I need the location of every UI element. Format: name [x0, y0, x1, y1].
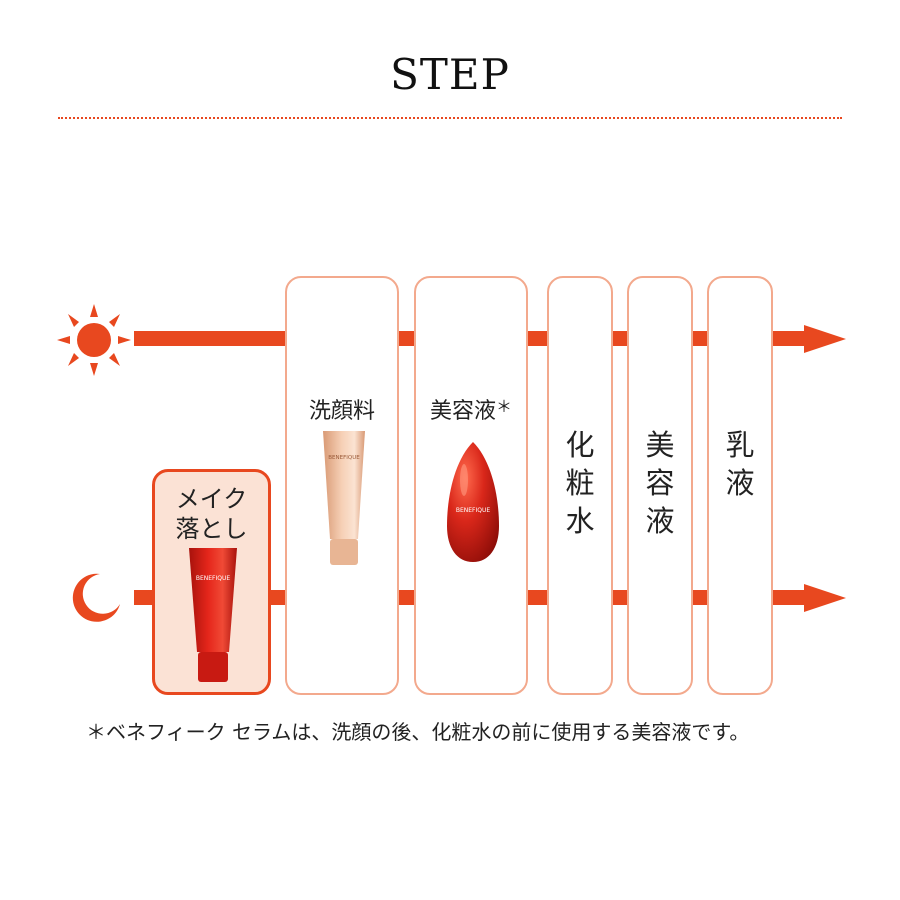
step-cleanser: 洗顔料 BENEFIQUE — [285, 276, 399, 695]
step-emulsion: 乳 液 — [707, 276, 773, 695]
crescent-moon-icon — [66, 568, 126, 628]
step-lotion: 化 粧 水 — [547, 276, 613, 695]
step-lotion-char-3: 水 — [549, 502, 611, 540]
step-essence-char-1: 美 — [629, 426, 691, 464]
cleanser-brand: BENEFIQUE — [328, 455, 360, 461]
makeup-remover-brand: BENEFIQUE — [196, 575, 231, 582]
footnote: ＊ベネフィーク セラムは、洗顔の後、化粧水の前に使用する美容液です。 — [86, 716, 749, 745]
step-serum-label-text: 美容液 — [430, 399, 496, 424]
step-essence: 美 容 液 — [627, 276, 693, 695]
step-lotion-label: 化 粧 水 — [549, 426, 611, 540]
cleanser-tube-image: BENEFIQUE — [321, 431, 367, 565]
step-serum-asterisk: ＊ — [496, 397, 512, 416]
makeup-remover-tube-image: BENEFIQUE — [186, 548, 240, 682]
step-essence-label: 美 容 液 — [629, 426, 691, 540]
step-emulsion-char-1: 乳 — [709, 426, 771, 464]
step-lotion-char-2: 粧 — [549, 464, 611, 502]
step-makeup-remover-label-1: メイク — [155, 484, 268, 514]
step-cleanser-label: 洗顔料 — [287, 393, 397, 425]
step-serum: 美容液＊ BENEFIQUE — [414, 276, 528, 695]
step-essence-char-2: 容 — [629, 464, 691, 502]
step-makeup-remover: メイク 落とし BENEFIQUE — [152, 469, 271, 695]
serum-brand: BENEFIQUE — [456, 507, 491, 514]
sun-icon — [54, 302, 134, 382]
step-emulsion-label: 乳 液 — [709, 426, 771, 502]
step-essence-char-3: 液 — [629, 502, 691, 540]
step-makeup-remover-label-2: 落とし — [155, 514, 268, 544]
step-emulsion-char-2: 液 — [709, 464, 771, 502]
step-serum-label: 美容液＊ — [416, 393, 526, 425]
serum-bottle-image: BENEFIQUE — [445, 440, 501, 564]
step-lotion-char-1: 化 — [549, 426, 611, 464]
